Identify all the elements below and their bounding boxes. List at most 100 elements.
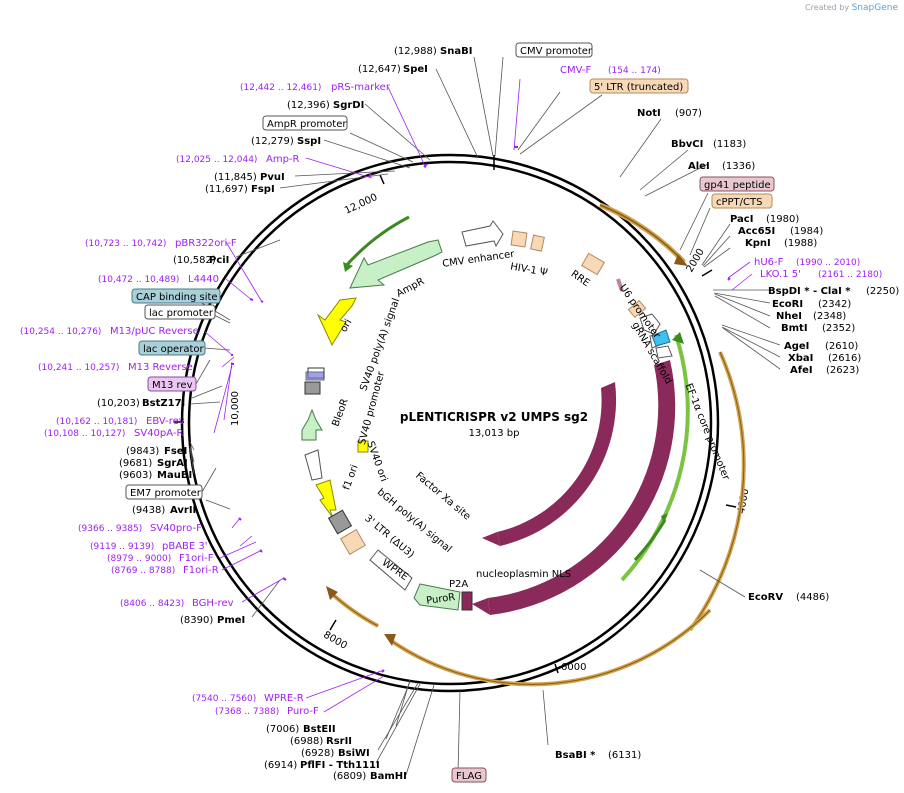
enzyme-pvui[interactable]: (11,845)PvuI xyxy=(214,172,285,183)
enzyme-ecorv[interactable]: EcoRV(4486) xyxy=(748,592,829,603)
enzyme-snabi[interactable]: (12,988)SnaBI xyxy=(394,46,472,57)
credit-text: Created by xyxy=(805,3,850,12)
primer-leader-lines xyxy=(203,78,753,713)
enzyme-acc65i[interactable]: Acc65I(1984) xyxy=(738,226,823,237)
svg-text:BmtI: BmtI xyxy=(781,323,808,334)
tick-label-8000: 8000 xyxy=(321,630,349,652)
primer-sv40pa-r[interactable]: (10,108 .. 10,127) SV40pA-R xyxy=(44,428,183,439)
primer-pbabe3[interactable]: (9119 .. 9139)pBABE 3' xyxy=(90,541,208,552)
svg-text:BspDI * - ClaI *: BspDI * - ClaI * xyxy=(768,286,851,297)
svg-text:(2348): (2348) xyxy=(813,311,846,322)
enzyme-bsteii[interactable]: (7006)BstEII xyxy=(266,724,336,735)
rre-box xyxy=(581,252,605,276)
primer-m13puc-reverse[interactable]: (10,254 .. 10,276)M13/pUC Reverse xyxy=(20,326,199,337)
cas9-upper-arc xyxy=(497,382,617,546)
primer-cmv-f[interactable]: CMV-F(154 .. 174) xyxy=(560,65,661,76)
svg-text:RsrII: RsrII xyxy=(326,736,352,747)
svg-text:MauBI: MauBI xyxy=(157,470,192,481)
primer-sv40pro-f[interactable]: (9366 .. 9385)SV40pro-F xyxy=(78,523,202,534)
svg-text:AfeI: AfeI xyxy=(790,365,813,376)
enzyme-ecori[interactable]: EcoRI (2342) xyxy=(772,299,851,310)
svg-text:(10,108 .. 10,127): (10,108 .. 10,127) xyxy=(44,429,125,439)
svg-text:(2623): (2623) xyxy=(826,365,859,376)
ltr5-label[interactable]: 5' LTR (truncated) xyxy=(594,82,683,93)
enzyme-pmei[interactable]: (8390)PmeI xyxy=(180,615,245,626)
svg-text:(6914): (6914) xyxy=(264,760,297,771)
svg-text:NotI: NotI xyxy=(637,108,661,119)
enzyme-spei[interactable]: (12,647)SpeI xyxy=(358,64,428,75)
primer-bgh-rev[interactable]: (8406 .. 8423)BGH-rev xyxy=(120,598,234,609)
lac-operator-label[interactable]: lac operator xyxy=(143,344,204,355)
primer-f1ori-r[interactable]: (8769 .. 8788)F1ori-R xyxy=(111,565,219,576)
primer-puro-f[interactable]: (7368 .. 7388)Puro-F xyxy=(215,706,319,717)
cmv-promoter-label[interactable]: CMV promoter xyxy=(520,46,593,57)
enzyme-fspi[interactable]: (11,697)FspI xyxy=(205,184,275,195)
gp41-label[interactable]: gp41 peptide xyxy=(704,180,771,191)
svg-text:(2161 .. 2180): (2161 .. 2180) xyxy=(818,270,882,280)
cap-label[interactable]: CAP binding site xyxy=(136,292,218,303)
enzyme-bspdi[interactable]: BspDI * - ClaI *(2250) xyxy=(768,286,899,297)
enzyme-bstz17i[interactable]: (10,203)BstZ17I xyxy=(97,398,185,409)
svg-text:F1ori-F: F1ori-F xyxy=(179,553,214,564)
enzyme-bmti[interactable]: BmtI(2352) xyxy=(781,323,855,334)
enzyme-pflfi[interactable]: (6914)PflFI - Tth111I xyxy=(264,760,380,771)
enzyme-sgrdi[interactable]: (12,396)SgrDI xyxy=(287,100,364,111)
primer-ticks xyxy=(231,146,731,673)
svg-text:(10,472 .. 10,489): (10,472 .. 10,489) xyxy=(98,275,179,285)
svg-text:hU6-F: hU6-F xyxy=(754,257,784,268)
enzyme-paci[interactable]: PacI(1980) xyxy=(730,214,799,225)
enzyme-sgrai[interactable]: (9681)SgrAI xyxy=(119,458,188,469)
enzyme-alei[interactable]: AleI(1336) xyxy=(688,161,755,172)
enzyme-bamhi[interactable]: (6809)BamHI xyxy=(333,771,407,782)
enzyme-xbai[interactable]: XbaI(2616) xyxy=(788,353,861,364)
m13-rev-label[interactable]: M13 rev xyxy=(152,380,193,391)
enzyme-labels-right: NotI(907) BbvCI(1183) AleI(1336) PacI(19… xyxy=(555,108,899,761)
svg-text:M13/pUC Reverse: M13/pUC Reverse xyxy=(110,326,199,337)
lac-promoter-label[interactable]: lac promoter xyxy=(149,308,214,319)
svg-text:AgeI: AgeI xyxy=(784,341,809,352)
primer-f1ori-f[interactable]: (8979 .. 9000)F1ori-F xyxy=(107,553,214,564)
svg-text:PciI: PciI xyxy=(209,255,229,266)
svg-text:Amp-R: Amp-R xyxy=(266,154,300,165)
enzyme-noti[interactable]: NotI(907) xyxy=(637,108,702,119)
backbone xyxy=(180,153,720,693)
primer-ebv-rev[interactable]: (10,162 .. 10,181)EBV-rev xyxy=(56,416,185,427)
snapgene-brand: SnapGene xyxy=(851,3,898,13)
svg-text:SV40pA-R: SV40pA-R xyxy=(134,428,183,439)
enzyme-bsiwi[interactable]: (6928)BsiWI xyxy=(301,748,370,759)
enzyme-kpni[interactable]: KpnI(1988) xyxy=(745,238,817,249)
enzyme-bbvci[interactable]: BbvCI(1183) xyxy=(671,139,746,150)
svg-text:M13 Reverse: M13 Reverse xyxy=(128,362,193,373)
em7-label[interactable]: EM7 promoter xyxy=(130,488,202,499)
enzyme-maubi[interactable]: (9603)MauBI xyxy=(119,470,192,481)
primer-amp-r[interactable]: (12,025 .. 12,044)Amp-R xyxy=(176,154,300,165)
enzyme-sspi[interactable]: (12,279)SspI xyxy=(251,136,321,147)
primer-pbr322ori-f[interactable]: (10,723 .. 10,742)pBR322ori-F xyxy=(85,238,237,249)
svg-text:EBV-rev: EBV-rev xyxy=(146,416,185,427)
enzyme-pcii[interactable]: (10,582)PciI xyxy=(173,255,229,266)
enzyme-bsabi[interactable]: BsaBI *(6131) xyxy=(555,750,641,761)
cppt-label[interactable]: cPPT/CTS xyxy=(716,197,762,208)
svg-text:(2616): (2616) xyxy=(828,353,861,364)
flag-label[interactable]: FLAG xyxy=(456,771,482,782)
primer-m13-reverse[interactable]: (10,241 .. 10,257)M13 Reverse xyxy=(38,362,193,373)
enzyme-avrii[interactable]: (9438)AvrII xyxy=(132,505,196,516)
primer-l4440[interactable]: (10,472 .. 10,489)L4440 xyxy=(98,274,219,285)
enzyme-rsrii[interactable]: (6988)RsrII xyxy=(290,736,352,747)
enzyme-afei[interactable]: AfeI (2623) xyxy=(790,365,859,376)
label-f1ori: f1 ori xyxy=(341,463,360,491)
enzyme-nhei[interactable]: NheI(2348) xyxy=(776,311,846,322)
primer-prs-marker[interactable]: (12,442 .. 12,461)pRS-marker xyxy=(240,82,391,93)
primer-lko1-5[interactable]: LKO.1 5'(2161 .. 2180) xyxy=(760,269,882,280)
svg-text:(1980): (1980) xyxy=(766,214,799,225)
svg-text:EcoRI: EcoRI xyxy=(772,299,803,310)
ampr-promoter-label[interactable]: AmpR promoter xyxy=(267,119,347,130)
primer-hu6-f[interactable]: hU6-F(1990 .. 2010) xyxy=(754,257,860,268)
svg-text:(6928): (6928) xyxy=(301,748,334,759)
enzyme-fsei[interactable]: (9843)FseI xyxy=(126,446,187,457)
primer-wpre-r[interactable]: (7540 .. 7560)WPRE-R xyxy=(192,693,304,704)
svg-text:SspI: SspI xyxy=(297,136,321,147)
enzyme-agei[interactable]: AgeI(2610) xyxy=(784,341,858,352)
inner-arcs xyxy=(326,202,746,687)
svg-text:(2342): (2342) xyxy=(818,299,851,310)
